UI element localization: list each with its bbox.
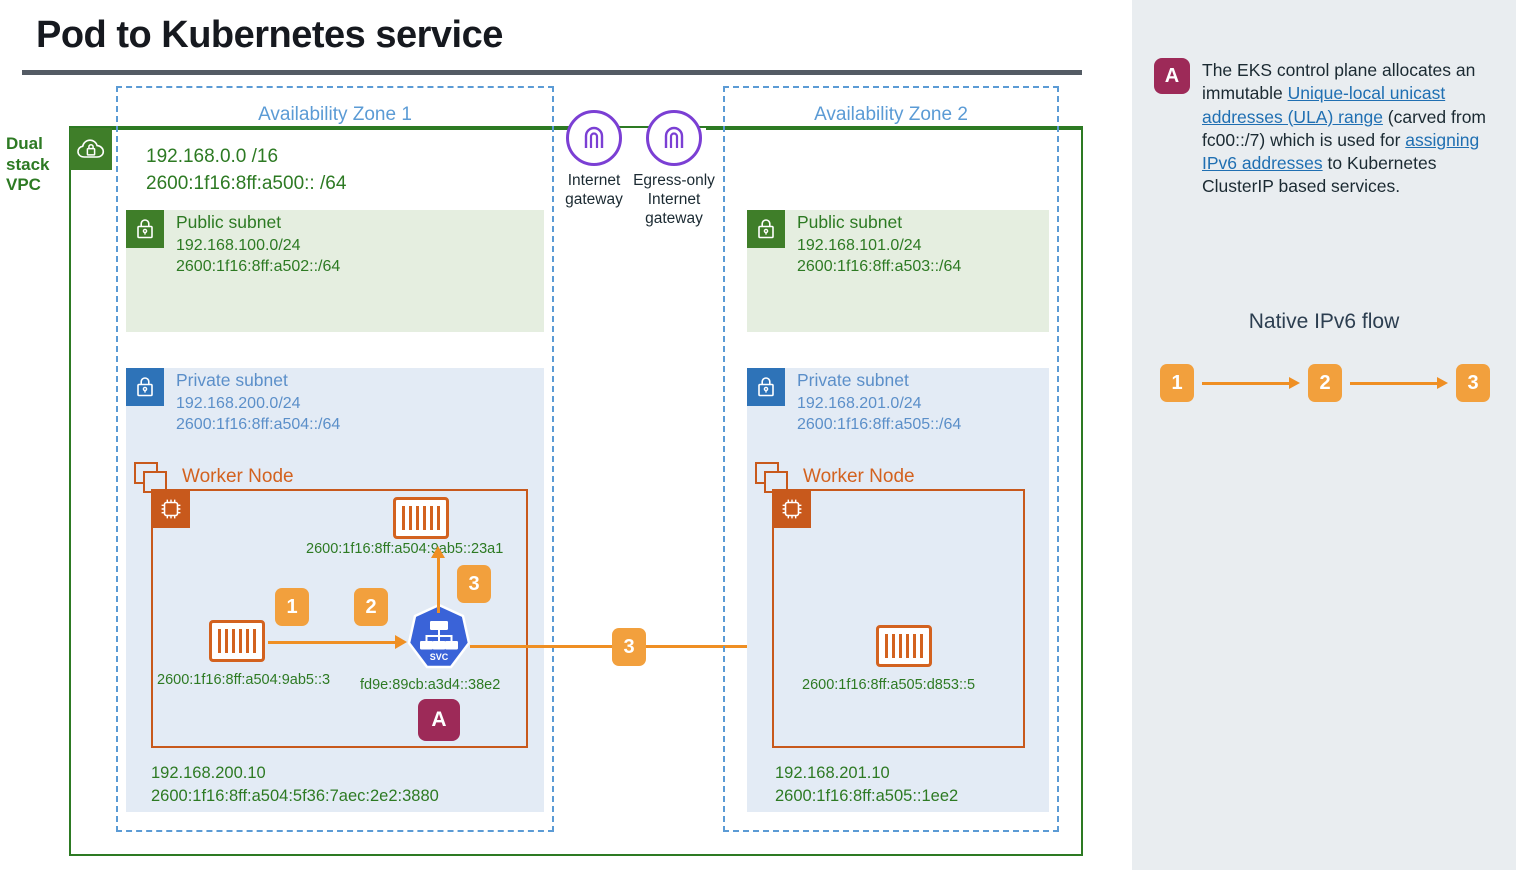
internet-gateway-label-line2: gateway — [565, 190, 623, 208]
az1-target-pod-address: 2600:1f16:8ff:a504:9ab5::23a1 — [306, 541, 504, 557]
az2-worker-node-label: Worker Node — [803, 466, 915, 487]
az2-private-subnet: Private subnet 192.168.201.0/24 2600:1f1… — [747, 368, 1049, 812]
az2-title: Availability Zone 2 — [814, 104, 968, 125]
az1-source-pod-address: 2600:1f16:8ff:a504:9ab5::3 — [157, 672, 331, 688]
az2-public-subnet-name: Public subnet — [797, 212, 903, 232]
ula-range-link[interactable]: Unique-local unicast addresses (ULA) ran… — [1202, 83, 1446, 127]
vpc-top-line-left — [112, 127, 572, 130]
vpc-label: Dual stack VPC — [6, 134, 66, 196]
az1-node-ipv6: 2600:1f16:8ff:a504:5f36:7aec:2e2:3880 — [151, 787, 439, 806]
vpc-cidr-ipv4: 192.168.0.0 /16 — [146, 146, 279, 167]
az1-public-subnet: Public subnet 192.168.100.0/24 2600:1f16… — [126, 210, 544, 332]
az2-worker-node-group-icon — [755, 462, 791, 496]
az2-node-ipv6: 2600:1f16:8ff:a505::1ee2 — [775, 787, 959, 806]
az1-worker-node-chip-icon — [152, 490, 190, 528]
az1-source-pod-icon — [209, 620, 265, 662]
note-text-part1: The EKS control plane allocates an immut… — [1202, 60, 1476, 104]
az2-target-pod-icon — [876, 625, 932, 667]
flow-arrow-service-to-local-pod — [431, 546, 445, 613]
legend-arrow-1 — [1196, 376, 1306, 390]
legend-flow: 1 2 3 — [1160, 362, 1490, 404]
title-divider — [22, 70, 1082, 75]
vpc-cidr-ipv6: 2600:1f16:8ff:a500:: /64 — [146, 172, 347, 194]
side-panel: A The EKS control plane allocates an imm… — [1132, 0, 1516, 870]
az1-worker-node-label: Worker Node — [182, 466, 294, 487]
legend-step-3: 3 — [1456, 364, 1490, 402]
internet-gateway-label: Internet gateway — [549, 172, 639, 210]
note-text-part2: (carved from fc00::/7) which is used for — [1202, 106, 1486, 150]
vpc-top-line-right — [706, 127, 1083, 130]
availability-zone-2: Availability Zone 2 — [723, 86, 1059, 832]
note-text: The EKS control plane allocates an immut… — [1202, 58, 1502, 199]
assigning-ipv6-link[interactable]: assigning IPv6 addresses — [1202, 129, 1480, 174]
legend-arrow-2 — [1344, 376, 1454, 390]
vpc-label-line2: stack — [6, 154, 50, 174]
az1-public-subnet-ipv4: 192.168.100.0/24 — [176, 237, 301, 254]
az2-target-pod-address: 2600:1f16:8ff:a505:d853::5 — [802, 677, 976, 693]
flow-badge-3-cross-az: 3 — [612, 628, 646, 666]
public-subnet-lock-icon — [126, 210, 164, 248]
legend-step-2: 2 — [1308, 364, 1342, 402]
egress-gateway-label-line3: gateway — [645, 209, 703, 227]
vpc-label-line1: Dual — [6, 134, 43, 153]
annotation-note: A The EKS control plane allocates an imm… — [1154, 58, 1502, 199]
az1-public-subnet-ipv6: 2600:1f16:8ff:a502::/64 — [176, 257, 341, 275]
kubernetes-service-icon: SVC — [407, 603, 471, 671]
az1-service-address: fd9e:89cb:a3d4::38e2 — [360, 677, 501, 693]
az1-title: Availability Zone 1 — [258, 104, 412, 125]
az1-node-ipv4: 192.168.200.10 — [151, 764, 266, 782]
az1-worker-node-box — [151, 489, 528, 748]
private-subnet-lock-icon — [126, 368, 164, 406]
internet-gateway: Internet gateway — [549, 110, 639, 210]
az2-public-subnet-ipv4: 192.168.101.0/24 — [797, 237, 922, 254]
flow-arrow-pod-to-service — [268, 635, 407, 649]
az2-worker-node-chip-icon — [773, 490, 811, 528]
page-title: Pod to Kubernetes service — [36, 14, 503, 56]
egress-only-internet-gateway-label: Egress-only Internet gateway — [629, 172, 719, 229]
az1-public-subnet-name: Public subnet — [176, 212, 282, 232]
vpc-cidr-block: 192.168.0.0 /16 2600:1f16:8ff:a500:: /64 — [146, 144, 346, 198]
flow-badge-2: 2 — [354, 588, 388, 626]
az2-private-subnet-ipv4: 192.168.201.0/24 — [797, 395, 922, 412]
egress-gateway-label-line1: Egress-only — [633, 172, 715, 189]
az2-worker-node-box — [772, 489, 1025, 748]
private-subnet-lock-icon — [747, 368, 785, 406]
internet-gateway-label-line1: Internet — [567, 172, 621, 189]
az2-node-addresses: 192.168.201.10 2600:1f16:8ff:a505::1ee2 — [775, 762, 958, 809]
flow-badge-3-local: 3 — [457, 565, 491, 603]
flow-line-cross-az-left — [470, 645, 615, 648]
egress-only-internet-gateway-icon — [646, 110, 702, 166]
az1-private-subnet-ipv4: 192.168.200.0/24 — [176, 395, 301, 412]
service-note-ref-badge: A — [418, 699, 460, 741]
az2-public-subnet: Public subnet 192.168.101.0/24 2600:1f16… — [747, 210, 1049, 332]
note-badge-a: A — [1154, 58, 1190, 94]
az1-target-pod-icon — [393, 497, 449, 539]
vpc-cloud-lock-icon — [70, 128, 112, 170]
az1-private-subnet-ipv6: 2600:1f16:8ff:a504::/64 — [176, 415, 341, 433]
az2-public-subnet-ipv6: 2600:1f16:8ff:a503::/64 — [797, 257, 962, 275]
az2-private-subnet-name: Private subnet — [797, 370, 909, 390]
flow-badge-1: 1 — [275, 588, 309, 626]
egress-gateway-label-line2: Internet — [647, 190, 701, 208]
legend-step-1: 1 — [1160, 364, 1194, 402]
note-text-part3: to Kubernetes ClusterIP based services. — [1202, 153, 1437, 197]
availability-zone-1: Availability Zone 1 — [116, 86, 554, 832]
vpc-label-line3: VPC — [6, 175, 41, 195]
egress-only-internet-gateway: Egress-only Internet gateway — [629, 110, 719, 229]
internet-gateway-icon — [566, 110, 622, 166]
az1-node-addresses: 192.168.200.10 2600:1f16:8ff:a504:5f36:7… — [151, 762, 439, 809]
legend-title: Native IPv6 flow — [1248, 310, 1400, 333]
az1-private-subnet-name: Private subnet — [176, 370, 288, 390]
az2-node-ipv4: 192.168.201.10 — [775, 764, 890, 782]
svg-text:SVC: SVC — [430, 652, 449, 662]
public-subnet-lock-icon — [747, 210, 785, 248]
az2-private-subnet-ipv6: 2600:1f16:8ff:a505::/64 — [797, 415, 962, 433]
